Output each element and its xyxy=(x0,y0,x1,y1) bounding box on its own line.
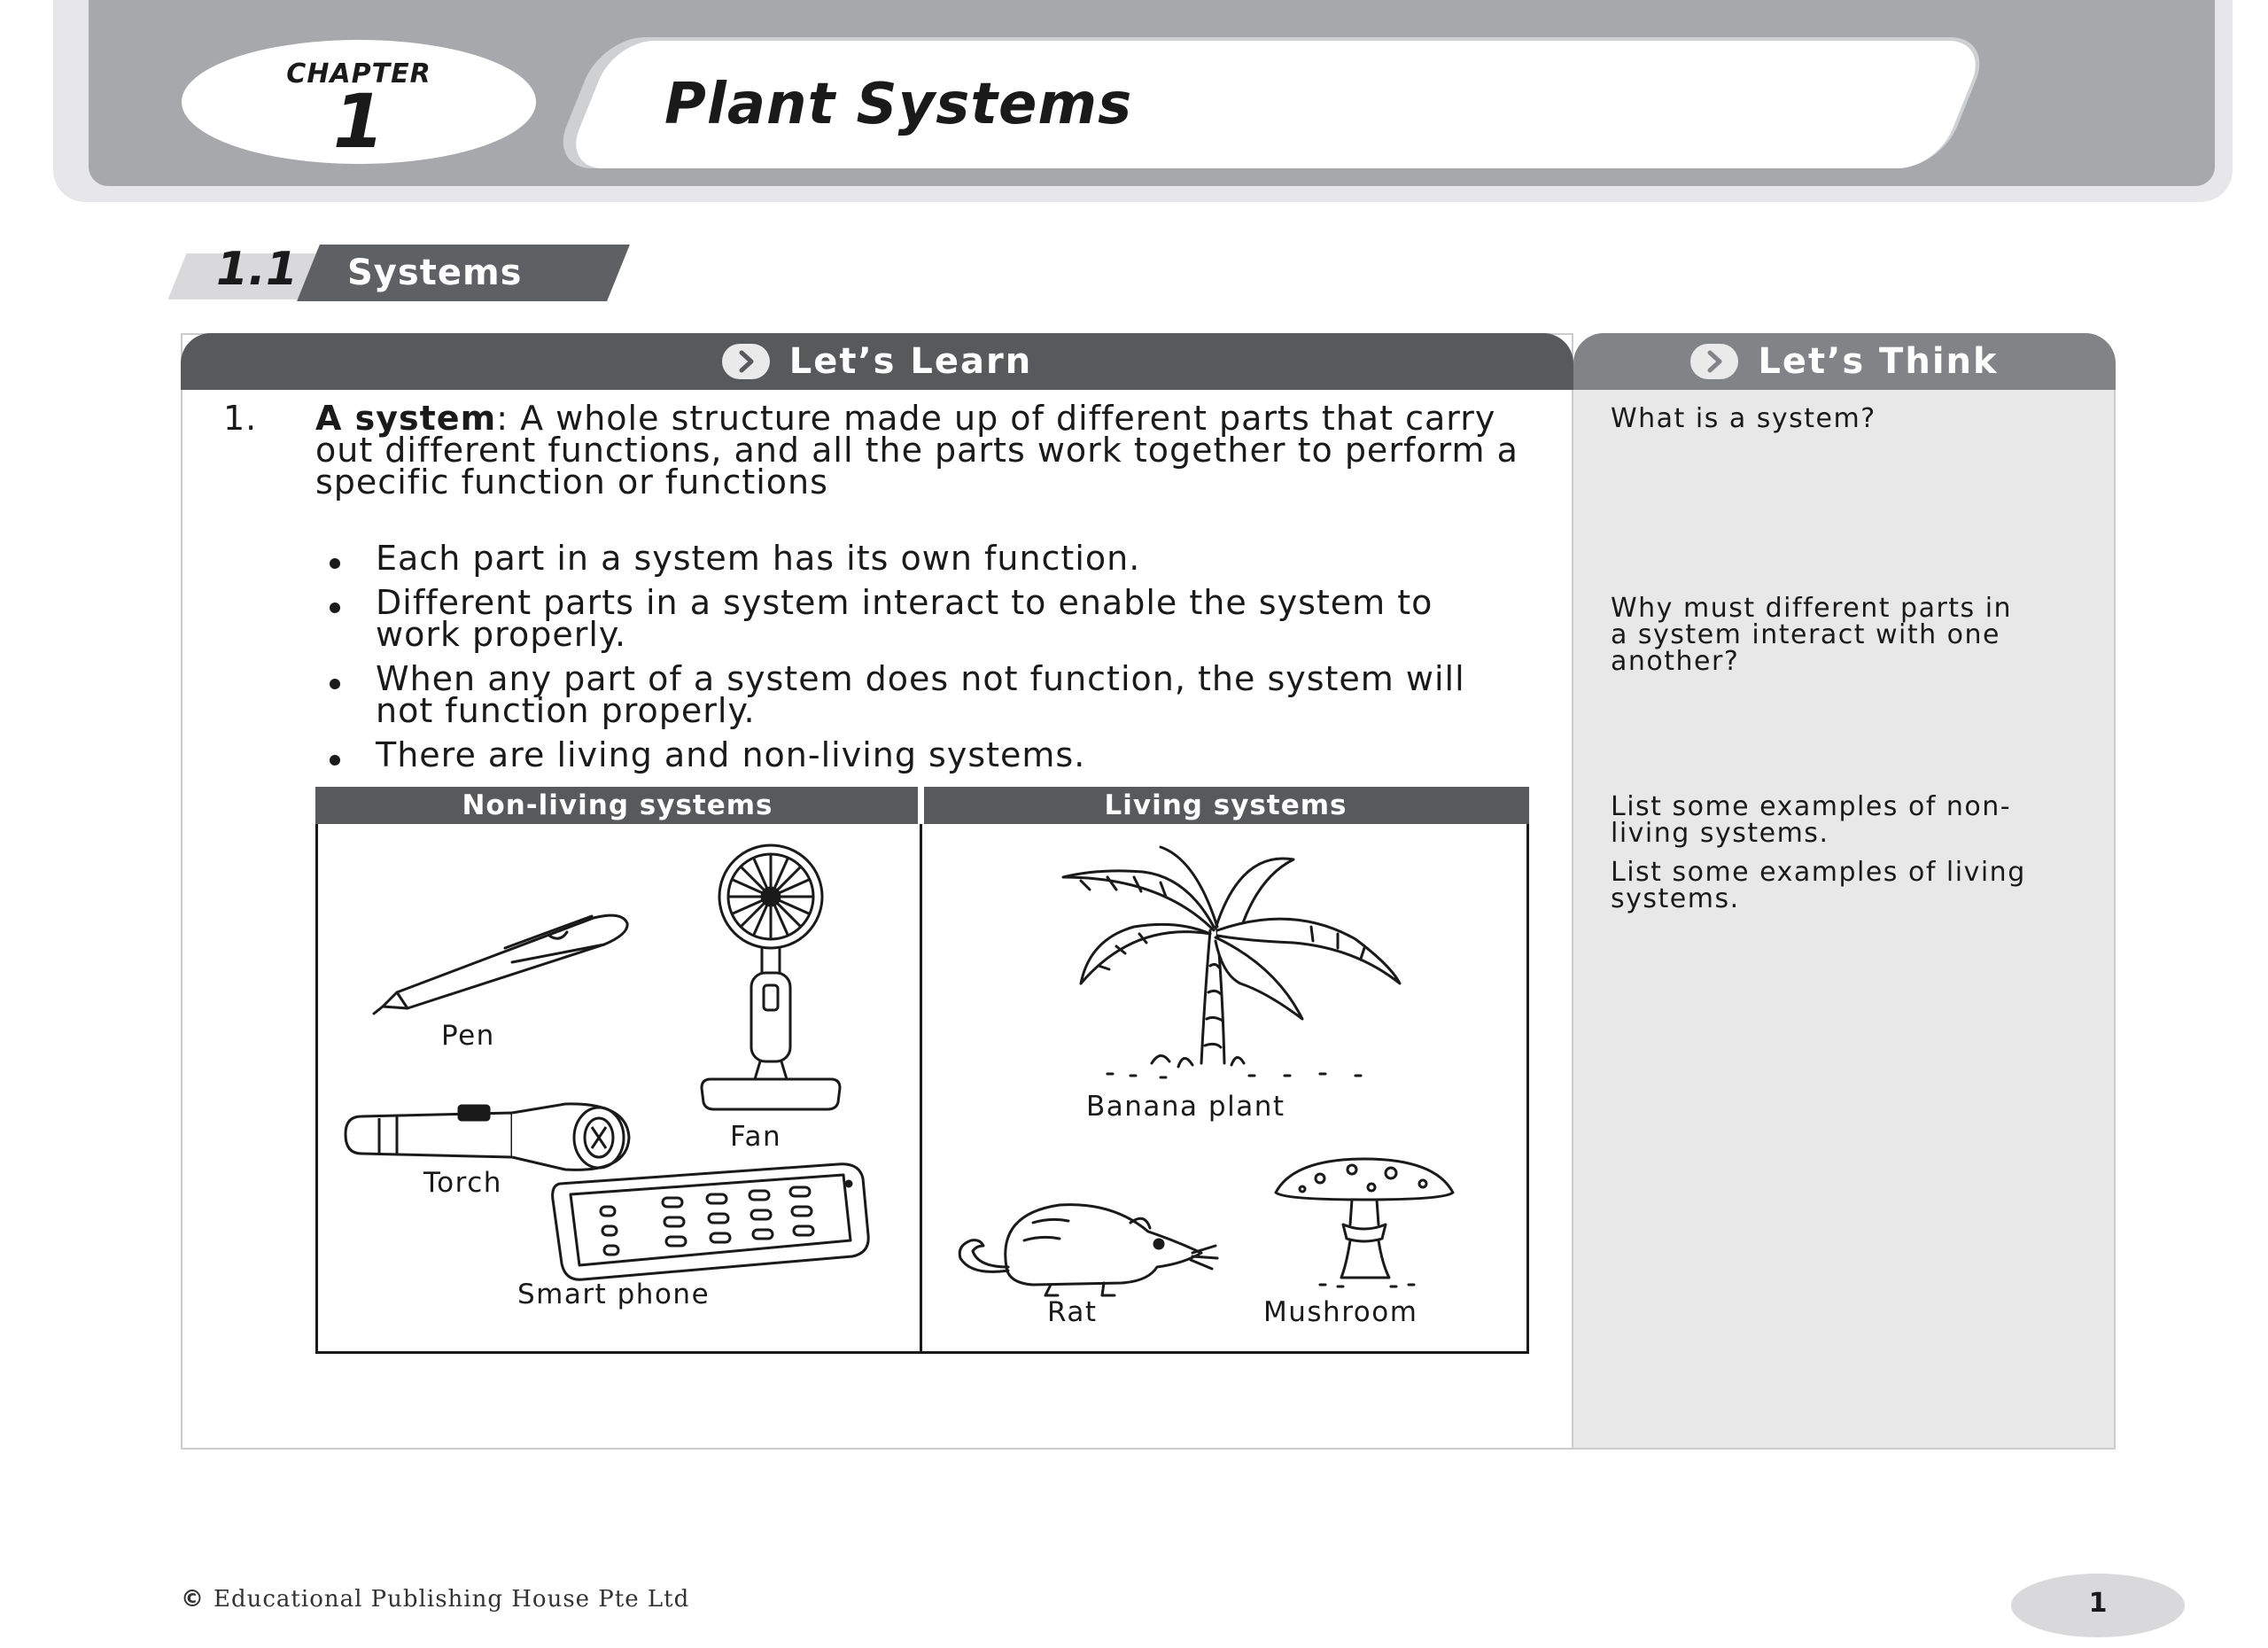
caption-fan: Fan xyxy=(730,1121,782,1153)
lets-learn-title: Let’s Learn xyxy=(788,341,1033,382)
chapter-label: CHAPTER xyxy=(286,58,431,89)
copyright-notice: © Educational Publishing House Pte Ltd xyxy=(181,1586,689,1613)
copyright-text: Educational Publishing House Pte Ltd xyxy=(214,1586,690,1613)
table-header-non-living: Non-living systems xyxy=(315,787,920,824)
page-title: Plant Systems xyxy=(664,72,1133,137)
bullet-item: Each part in a system has its own functi… xyxy=(376,539,1141,578)
bullet-dot xyxy=(330,602,340,613)
fan-icon xyxy=(700,843,842,1111)
bullet-item: Different parts in a system interact to … xyxy=(376,583,1433,654)
chapter-number: 1 xyxy=(332,78,385,165)
item-number: 1. xyxy=(223,399,258,438)
bullet-dot xyxy=(330,755,340,766)
system-definition: A system: A whole structure made up of d… xyxy=(315,399,1538,501)
think-question: List some examples of living systems. xyxy=(1611,857,2026,914)
lets-learn-panel xyxy=(181,333,1573,1450)
copyright-icon: © xyxy=(181,1586,205,1613)
bullet-dot xyxy=(330,558,340,569)
mushroom-icon xyxy=(1274,1157,1455,1288)
chevron-right-icon xyxy=(721,344,770,379)
definition-term: A system xyxy=(315,399,497,438)
pen-icon xyxy=(372,913,629,1015)
think-question: Why must different parts in a system int… xyxy=(1611,593,2013,677)
table-header-gap xyxy=(918,787,924,824)
banana-plant-icon xyxy=(1061,845,1402,1079)
torch-icon xyxy=(344,1102,631,1171)
section-title: Systems xyxy=(347,253,523,293)
bullet-dot xyxy=(330,679,340,689)
caption-banana-plant: Banana plant xyxy=(1086,1091,1285,1123)
caption-pen: Pen xyxy=(441,1020,495,1052)
table-header-living: Living systems xyxy=(922,787,1529,824)
section-number: 1.1 xyxy=(216,243,299,296)
table-column-divider xyxy=(920,787,922,1354)
chevron-right-icon xyxy=(1690,344,1739,379)
lets-think-panel xyxy=(1573,390,2116,1450)
think-question: What is a system? xyxy=(1611,403,1876,434)
lets-think-title: Let’s Think xyxy=(1758,341,1999,382)
bullet-item: When any part of a system does not funct… xyxy=(376,659,1465,730)
caption-torch: Torch xyxy=(423,1167,502,1199)
lets-think-header: Let’s Think xyxy=(1573,333,2116,390)
rat-icon xyxy=(958,1203,1219,1297)
definition-text: : A whole structure made up of different… xyxy=(315,399,1518,501)
caption-smart-phone: Smart phone xyxy=(517,1279,711,1310)
think-question: List some examples of non-living systems… xyxy=(1611,791,2012,849)
caption-mushroom: Mushroom xyxy=(1263,1296,1418,1328)
chapter-badge xyxy=(182,40,536,164)
lets-learn-header: Let’s Learn xyxy=(181,333,1573,390)
caption-rat: Rat xyxy=(1047,1296,1098,1328)
page-number-badge xyxy=(2011,1574,2185,1637)
bullet-item: There are living and non-living systems. xyxy=(376,735,1086,774)
page-number: 1 xyxy=(2088,1588,2108,1619)
smart-phone-icon xyxy=(551,1162,870,1281)
